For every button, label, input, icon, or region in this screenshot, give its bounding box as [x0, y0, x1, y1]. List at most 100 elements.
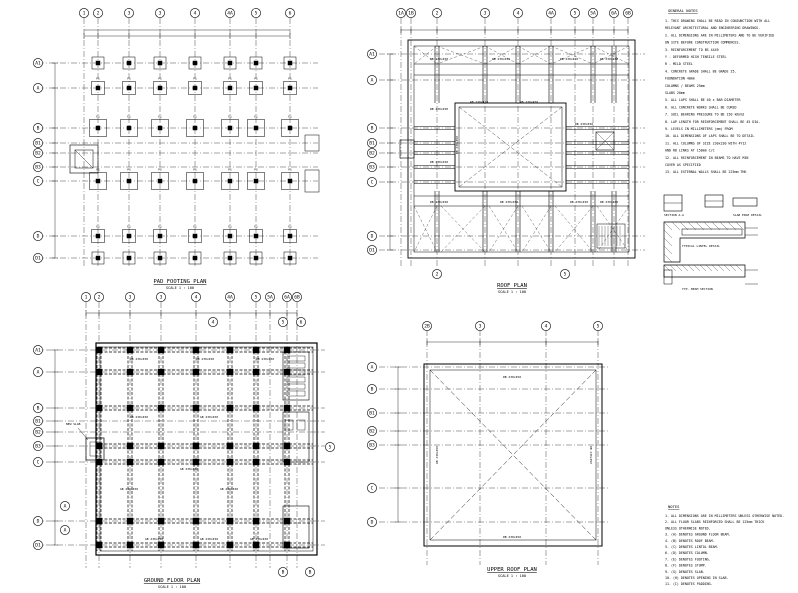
- pad-footing: [221, 172, 239, 190]
- col-grid-bubble: [546, 8, 556, 18]
- row-grid-bubble: [33, 457, 43, 467]
- grid-bubble-label: D1: [369, 248, 375, 254]
- general-note-item: 5. ALL LAPS SHALL BE 40 x BAR DIAMETER: [665, 98, 740, 102]
- column-stub: [157, 60, 163, 66]
- grid-bubble-label: B: [37, 406, 40, 412]
- pad-footing: [186, 172, 204, 190]
- note-item: 8. (F) DENOTES STUMP.: [665, 564, 707, 568]
- store-room: [282, 505, 310, 549]
- grid-bubble-label: 6: [300, 320, 303, 326]
- pad-footing: [283, 251, 297, 265]
- grid-bubble-label: D: [371, 520, 374, 526]
- column-stub: [287, 178, 293, 184]
- section-bubble: [60, 501, 70, 511]
- beam-label: RB 230x450: [500, 200, 518, 204]
- general-note-item: 1. THIS DRAWING SHALL BE READ IN CONJUNC…: [665, 19, 770, 23]
- column-stub: [192, 178, 198, 184]
- pad-footing: [153, 229, 167, 243]
- fixture: [296, 419, 306, 431]
- footing-mark: F1: [158, 168, 162, 172]
- column: [283, 517, 291, 525]
- column-stub: [95, 233, 101, 239]
- col-grid-bubble: [480, 8, 490, 18]
- grid-bubble-label: C: [371, 486, 374, 492]
- beam-label: RB 230x450: [503, 535, 521, 539]
- row-grid-bubble: [33, 83, 43, 93]
- beam-section-detail: TYP. BEAM SECTION: [663, 264, 758, 291]
- roof-opening: [399, 139, 415, 159]
- beam-label: GB 230x450: [250, 537, 268, 541]
- column: [226, 541, 234, 549]
- stair-room: [282, 351, 310, 401]
- roof-plan-title: ROOF PLAN: [497, 283, 527, 289]
- note-item: 11. (I) DENOTES PADDING.: [665, 582, 713, 586]
- section-bubble: [305, 567, 315, 577]
- column-stub: [192, 85, 198, 91]
- beam-label: RB 230x450: [589, 446, 593, 464]
- column-stub: [192, 233, 198, 239]
- col-grid-bubble: [593, 321, 603, 331]
- column-stub: [126, 178, 132, 184]
- grid-bubble-label: 6B: [294, 295, 300, 301]
- pad-footing: [122, 251, 136, 265]
- notes-heading: NOTES: [668, 504, 680, 509]
- grid-bubble-label: 5: [564, 272, 567, 278]
- pad-footing: [151, 172, 169, 190]
- column: [95, 458, 103, 466]
- grid-bubble-label: B2: [35, 151, 41, 157]
- column: [252, 404, 260, 412]
- grid-bubble-label: 5: [329, 445, 332, 451]
- column: [126, 442, 134, 450]
- general-notes: GENERAL NOTES 1. THIS DRAWING SHALL BE R…: [665, 8, 774, 174]
- lintel-detail: TYPICAL LINTEL DETAIL: [663, 221, 758, 263]
- pad-footing: [120, 172, 138, 190]
- roof-outline: [407, 39, 636, 259]
- notes: NOTES 1. ALL DIMENSIONS ARE IN MILLIMETE…: [665, 504, 784, 586]
- wc-room: [282, 411, 310, 463]
- pad-footing: [223, 229, 237, 243]
- column-stub: [192, 255, 198, 261]
- grid-bubble-label: A1: [35, 61, 41, 67]
- footing-mark: F1: [254, 225, 258, 229]
- column: [157, 517, 165, 525]
- grid-bubble-label: 2: [436, 11, 439, 17]
- row-grid-bubble: [33, 58, 43, 68]
- footing-mark: F1: [228, 115, 232, 119]
- pad-footing: [153, 56, 167, 70]
- column: [252, 368, 260, 376]
- grid-bubble-label: D: [371, 234, 374, 240]
- column-stub: [126, 233, 132, 239]
- column-stub: [157, 85, 163, 91]
- footing-mark: F1: [254, 77, 258, 81]
- column: [95, 404, 103, 412]
- column: [157, 458, 165, 466]
- detail-small-a: SECTION A-A: [663, 194, 684, 217]
- grid-bubble-label: 2: [436, 272, 439, 278]
- col-grid-bubble: [81, 292, 91, 302]
- col-grid-bubble: [125, 292, 135, 302]
- column-stub: [95, 85, 101, 91]
- general-note-item: FOUNDATION 40mm: [665, 77, 695, 81]
- column: [192, 368, 200, 376]
- row-grid-bubble: [367, 49, 377, 59]
- roof-opening: [595, 131, 615, 151]
- grid-bubble-label: 5: [574, 11, 577, 17]
- grid-bubble-label: 3: [479, 324, 482, 330]
- beam-label: GB 230x450: [180, 467, 198, 471]
- beam-label: GB 230x450: [220, 487, 238, 491]
- footing-mark: F1: [193, 225, 197, 229]
- general-note-item: COVER AS SPECIFIED: [665, 163, 701, 167]
- column: [252, 442, 260, 450]
- column: [283, 541, 291, 549]
- details-block: SECTION A-A SLAB EDGE DETAIL TYPICAL LIN…: [663, 194, 762, 291]
- stair-tread: [286, 362, 306, 369]
- grid-bubble-label: 1: [85, 295, 88, 301]
- pad-footing: [281, 172, 299, 190]
- beam-label: RB 230x450: [520, 100, 538, 104]
- column-stub: [95, 255, 101, 261]
- column: [252, 517, 260, 525]
- grid-bubble-label: B3: [35, 444, 41, 450]
- pad-footing: [91, 81, 105, 95]
